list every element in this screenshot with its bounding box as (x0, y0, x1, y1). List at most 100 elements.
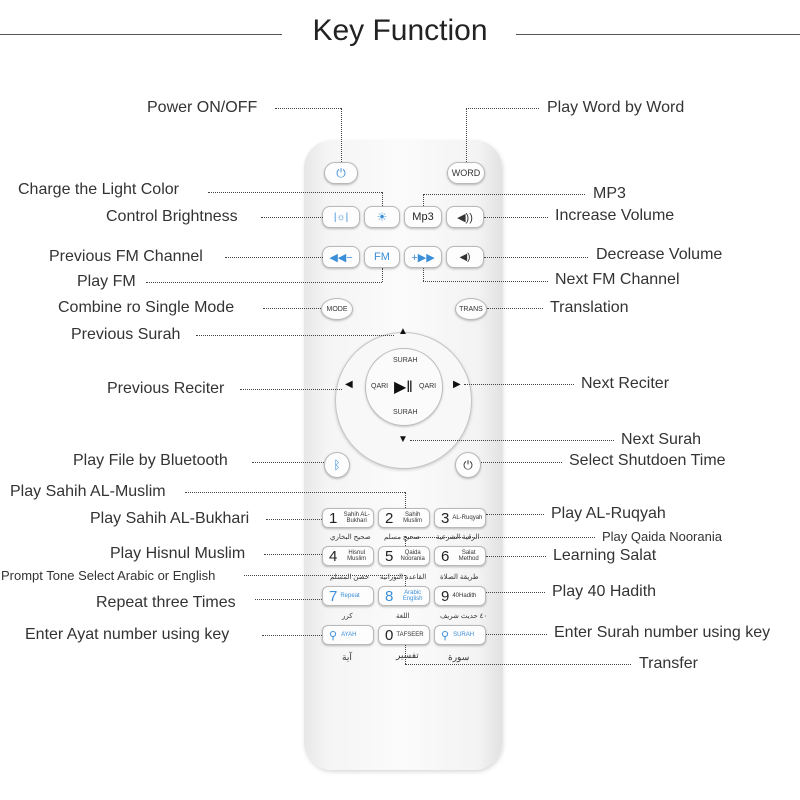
mode-button[interactable]: MODE (321, 298, 353, 320)
volume-down-icon: ◀) (459, 251, 471, 263)
leader-hisnul (264, 554, 322, 555)
label-prev-reciter: Previous Reciter (107, 380, 225, 397)
key-4-arabic: حصن المسلم (330, 574, 370, 581)
label-mp3: MP3 (593, 185, 626, 202)
light-color-button[interactable]: ☀ (364, 206, 400, 228)
surah-key-label: SURAH (453, 632, 475, 638)
word-button[interactable]: WORD (447, 162, 485, 184)
key-5-number: 5 (385, 547, 394, 565)
label-increase-volume: Increase Volume (555, 207, 675, 224)
key-9[interactable]: 9 40Hadith (434, 586, 486, 606)
key-8-arabic: اللغة (396, 613, 410, 620)
next-fm-button[interactable]: +▶▶ (404, 246, 442, 268)
shutdown-button[interactable]: ⏻ (455, 452, 481, 478)
key-5[interactable]: 5 Qaida Noorania (378, 546, 430, 566)
page-title: Key Function (312, 14, 488, 47)
fm-button[interactable]: FM (364, 246, 400, 268)
title-divider-right (516, 34, 800, 35)
label-next-surah: Next Surah (621, 431, 702, 448)
bluetooth-button[interactable]: ᛒ (324, 452, 350, 478)
leader-mp3 (423, 194, 585, 195)
key-3[interactable]: 3 AL-Ruqyah (434, 508, 486, 528)
mp3-button-label: Mp3 (412, 211, 434, 223)
prev-fm-button[interactable]: ◀◀− (322, 246, 360, 268)
search-icon: ⚲ (441, 629, 450, 642)
label-prompt-tone: Prompt Tone Select Arabic or English (1, 568, 216, 583)
leader-prev-surah (196, 335, 394, 336)
mp3-button[interactable]: Mp3 (404, 206, 442, 228)
label-brightness: Control Brightness (106, 208, 238, 225)
key-9-label: 40Hadith (452, 593, 477, 599)
search-icon: ⚲ (329, 629, 338, 642)
key-7[interactable]: 7 Repeat (322, 586, 374, 606)
tafseer-arabic: تفسير (396, 650, 419, 660)
label-mode: Combine ro Single Mode (58, 299, 235, 316)
leader-play-fm (146, 282, 382, 283)
key-2[interactable]: 2 Sahih Muslim (378, 508, 430, 528)
power-timer-icon: ⏻ (463, 457, 473, 472)
label-prev-fm: Previous FM Channel (49, 248, 203, 265)
title-divider-left (0, 34, 282, 35)
leader-shutdown (481, 462, 562, 463)
ayah-key[interactable]: ⚲ AYAH (322, 625, 374, 645)
surah-down-label: SURAH (393, 409, 418, 416)
label-sahih-bukhari: Play Sahih AL-Bukhari (90, 510, 250, 527)
key-6[interactable]: 6 Salat Method (434, 546, 486, 566)
key-0[interactable]: 0 TAFSEER (378, 625, 430, 645)
leader-ruqyah (486, 514, 544, 515)
key-4[interactable]: 4 Hisnul Muslim (322, 546, 374, 566)
leader-word-v (466, 108, 467, 162)
leader-next-surah (410, 440, 614, 441)
key-8[interactable]: 8 Arabic English (378, 586, 430, 606)
volume-up-button[interactable]: ◀)) (446, 206, 484, 228)
down-arrow-icon[interactable]: ▼ (398, 434, 408, 445)
leader-translation (487, 308, 543, 309)
key-3-number: 3 (441, 509, 450, 527)
label-translation: Translation (550, 299, 629, 316)
leader-sahih-muslim-v (405, 492, 406, 508)
leader-salat (486, 556, 546, 557)
leader-transfer-v (405, 645, 406, 664)
key-4-label: Hisnul Muslim (347, 550, 367, 562)
key-3-label: AL-Ruqyah (452, 515, 483, 521)
forward-icon: +▶▶ (411, 251, 435, 264)
surah-key[interactable]: ⚲ SURAH (434, 625, 486, 645)
key-8-label: Arabic English (402, 590, 423, 602)
leader-transfer (405, 664, 631, 665)
label-repeat: Repeat three Times (96, 594, 236, 611)
play-pause-button[interactable] (365, 348, 443, 426)
key-2-number: 2 (385, 509, 394, 527)
leader-repeat (255, 599, 322, 600)
leader-next-reciter (464, 384, 574, 385)
key-1[interactable]: 1 Sahih AL-Bukhari (322, 508, 374, 528)
leader-surah-num (486, 634, 547, 635)
key-1-arabic: صحيح البخاري (330, 534, 371, 541)
label-hadith: Play 40 Hadith (552, 583, 657, 600)
key-8-number: 8 (385, 587, 394, 605)
leader-prompt-tone-v (405, 575, 406, 586)
up-arrow-icon[interactable]: ▲ (398, 326, 408, 337)
word-button-label: WORD (451, 168, 481, 178)
leader-bluetooth (252, 462, 324, 463)
leader-prev-reciter (240, 389, 342, 390)
right-arrow-icon[interactable]: ▶ (453, 379, 461, 390)
volume-up-icon: ◀)) (457, 211, 473, 224)
power-button[interactable]: ⏻ (324, 162, 358, 184)
trans-button[interactable]: TRANS (455, 298, 487, 320)
leader-next-fm-v (423, 268, 424, 281)
key-1-label: Sahih AL-Bukhari (343, 512, 370, 524)
label-power: Power ON/OFF (147, 99, 258, 116)
label-play-fm: Play FM (77, 273, 136, 290)
label-sahih-muslim: Play Sahih AL-Muslim (10, 483, 166, 500)
key-0-number: 0 (385, 626, 394, 644)
brightness-button[interactable]: |☼| (322, 206, 360, 228)
leader-sahih-muslim (185, 492, 405, 493)
power-icon: ⏻ (336, 165, 346, 180)
leader-brightness (261, 217, 323, 218)
left-arrow-icon[interactable]: ◀ (345, 379, 353, 390)
leader-prompt-tone (244, 575, 405, 576)
volume-down-button[interactable]: ◀) (446, 246, 484, 268)
light-bulb-icon: ☀ (376, 210, 388, 224)
leader-charge-light (208, 192, 382, 193)
key-2-arabic: صحيح مسلم (384, 534, 421, 541)
